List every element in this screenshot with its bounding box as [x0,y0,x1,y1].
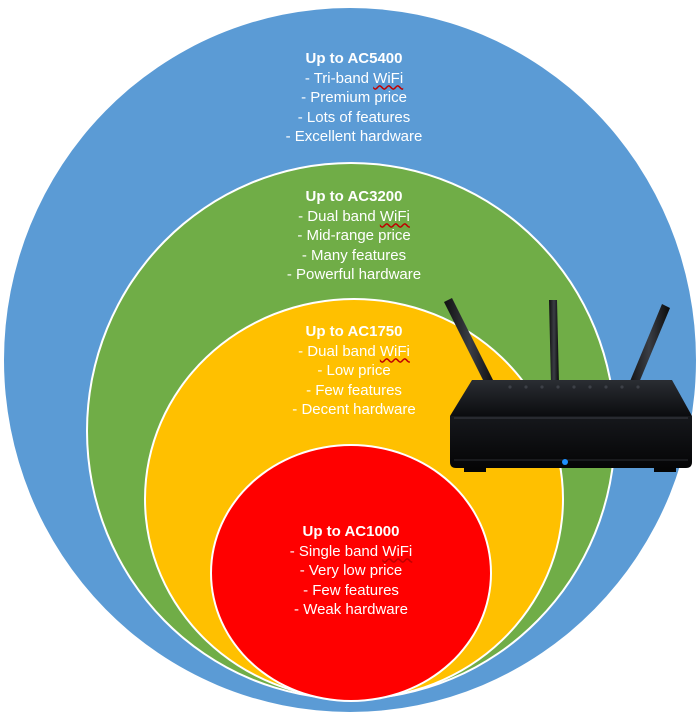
tier-price: - Mid-range price [297,227,411,244]
tier-circle-ac1000 [210,444,492,702]
tier-band: - Dual band WiFi [298,342,410,360]
tier-features: - Lots of features [297,108,411,126]
tier-band: - Dual band WiFi [298,207,410,225]
tier-price: - Premium price [301,89,407,106]
tier-price: - Very low price [299,562,403,579]
tier-label-ac5400: Up to AC5400 - Tri-band WiFi - Premium p… [224,49,484,147]
tier-title: Up to AC5400 [305,50,403,67]
tier-price: - Low price [317,362,391,379]
tier-title: Up to AC1750 [305,323,403,340]
tier-hardware: - Excellent hardware [285,128,423,145]
tier-title: Up to AC3200 [305,188,403,205]
tier-hardware: - Decent hardware [292,401,416,418]
antenna-right [628,304,670,390]
tier-label-ac1000: Up to AC1000 - Single band WiFi - Very l… [221,522,481,620]
wifi-router-icon [444,298,692,472]
tier-label-ac3200: Up to AC3200 - Dual band WiFi - Mid-rang… [224,187,484,285]
tier-band: - Tri-band WiFi [304,69,404,87]
tier-label-ac1750: Up to AC1750 - Dual band WiFi - Low pric… [224,322,484,420]
tier-title: Up to AC1000 [302,523,400,540]
antenna-left [444,298,496,390]
tier-features: - Few features [306,381,402,399]
power-led-icon [562,459,568,465]
tier-features: - Few features [303,581,399,599]
tier-hardware: - Powerful hardware [286,266,422,283]
vent-holes [508,385,640,389]
tier-features: - Many features [301,246,407,264]
antenna-middle [549,300,559,384]
tier-band: - Single band WiFi [289,542,413,560]
tier-hardware: - Weak hardware [294,601,408,618]
